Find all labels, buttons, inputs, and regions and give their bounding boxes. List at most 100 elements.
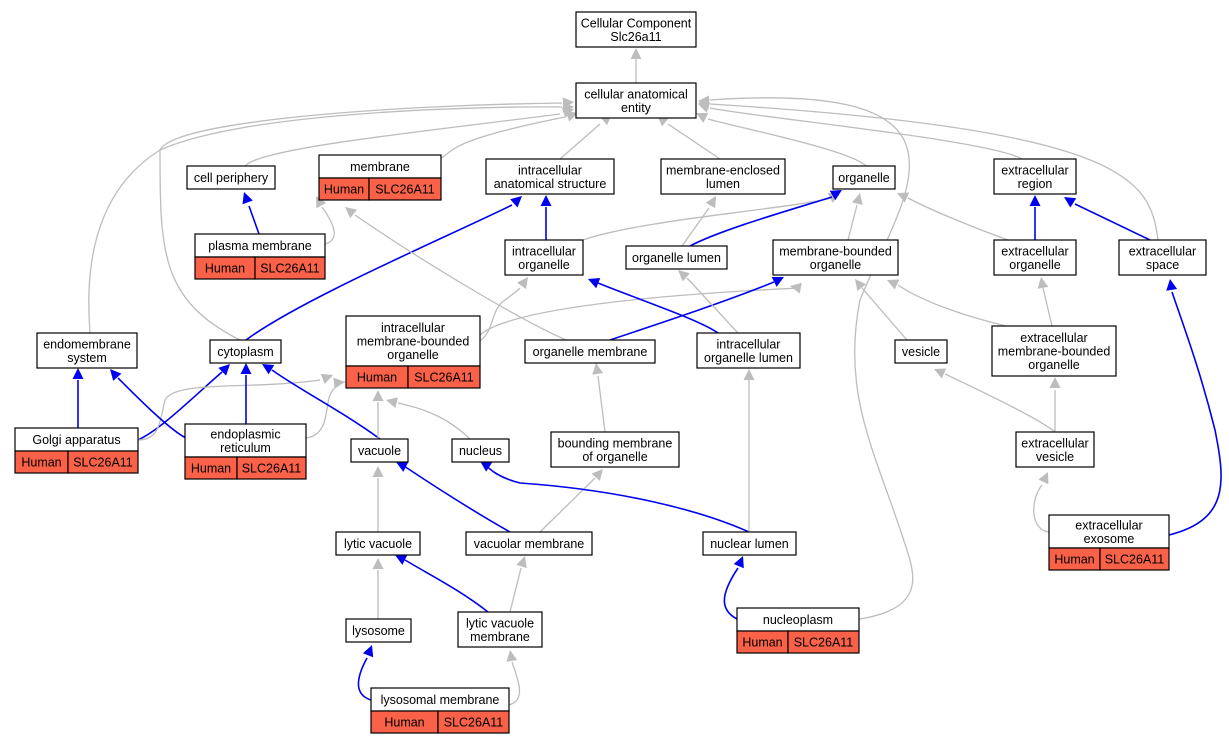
edge-nucleus-is-a-imbo [386, 397, 471, 440]
term-box[interactable] [702, 531, 797, 556]
edge-golgi-part-of-ems [72, 368, 84, 428]
edge-exo-is-a-ecv-line [1033, 484, 1050, 533]
edge-bmo-is-a-om [592, 363, 606, 433]
term-box[interactable] [575, 11, 697, 48]
term-box[interactable] [660, 158, 786, 195]
species-label: Human [742, 636, 782, 650]
edge-vesicle-is-a-mbo [855, 279, 908, 341]
edge-np-part-of-nl-arrowhead [733, 556, 744, 569]
term-box[interactable] [451, 438, 510, 463]
term-box[interactable] [772, 239, 899, 276]
term-node-cyto[interactable]: cytoplasm [209, 339, 282, 364]
edge-cyto-is-a-cae-line [159, 102, 563, 341]
term-box[interactable] [335, 531, 421, 556]
term-box[interactable] [350, 438, 409, 463]
edge-golgi-is-a-imbo [137, 373, 333, 441]
term-box[interactable] [993, 158, 1077, 195]
term-node-nl[interactable]: nuclear lumen [702, 531, 797, 556]
term-label-line: organelle [810, 258, 861, 272]
edge-imbo-is-a-mbo-line [479, 287, 801, 336]
term-node-vesicle[interactable]: vesicle [894, 339, 948, 364]
term-box[interactable] [524, 339, 656, 364]
term-box[interactable] [550, 431, 680, 468]
edge-ol-part-of-organelle-arrowhead [829, 190, 842, 201]
edge-np-part-of-nl-line [723, 567, 739, 620]
term-node-cellper[interactable]: cell periphery [186, 165, 276, 190]
term-label-line: lysosome [352, 624, 405, 638]
term-box[interactable] [894, 339, 948, 364]
term-label-line: endoplasmic [210, 427, 280, 441]
edge-golgi-part-of-ems-arrowhead [72, 368, 84, 379]
term-box[interactable] [575, 82, 697, 119]
term-box[interactable] [209, 339, 282, 364]
edge-cellper-is-a-cae-line [244, 113, 561, 167]
edge-vm-part-of-vacuole-arrowhead [396, 462, 409, 472]
edge-lvm-is-a-vm [509, 556, 527, 613]
term-node-lv[interactable]: lytic vacuole [335, 531, 421, 556]
edge-ems-is-a-cae-line [88, 106, 563, 334]
term-box[interactable] [345, 315, 481, 367]
edge-ecmbo-is-a-mbo-line [897, 284, 1007, 327]
term-box[interactable] [457, 611, 543, 648]
gene-cell [787, 630, 860, 654]
edge-vesicle-is-a-mbo-line [861, 287, 908, 341]
term-box[interactable] [991, 325, 1117, 377]
edge-lv-is-a-vacuole [372, 466, 384, 532]
term-node-om[interactable]: organelle membrane [524, 339, 656, 364]
term-box[interactable] [485, 158, 615, 195]
edge-lvm-is-a-vm-arrowhead [516, 556, 527, 569]
term-box[interactable] [1118, 239, 1207, 276]
edge-ecregion-is-a-cae-line [709, 107, 1023, 160]
edge-er-part-of-cyto-arrowhead [240, 363, 252, 374]
term-box[interactable] [625, 245, 728, 270]
term-box[interactable] [186, 165, 276, 190]
term-box[interactable] [1015, 431, 1095, 468]
term-box[interactable] [696, 332, 801, 369]
term-node-vm[interactable]: vacuolar membrane [465, 531, 593, 556]
species-label: Human [384, 716, 424, 730]
edge-cyto-is-a-cae [159, 97, 574, 341]
term-node-vacuole[interactable]: vacuole [350, 438, 409, 463]
term-box[interactable] [184, 423, 307, 458]
term-box[interactable] [345, 618, 412, 643]
term-node-ol[interactable]: organelle lumen [625, 245, 728, 270]
term-box[interactable] [993, 239, 1077, 276]
term-node-organelle[interactable]: organelle [832, 165, 896, 190]
term-box[interactable] [832, 165, 896, 190]
term-label-line: intracellular [512, 244, 576, 258]
term-node-nucleus[interactable]: nucleus [451, 438, 510, 463]
term-label-line: organelle lumen [632, 251, 721, 265]
term-box[interactable] [504, 239, 584, 276]
term-box[interactable] [36, 332, 138, 369]
edge-om-is-a-membrane-arrowhead [345, 207, 358, 219]
term-label-line: exosome [1084, 532, 1135, 546]
term-label-line: vesicle [902, 345, 940, 359]
term-node-lyso[interactable]: lysosome [345, 618, 412, 643]
term-label-line: endomembrane [43, 337, 131, 351]
term-node-imbo[interactable]: intracellularmembrane-boundedorganelleHu… [345, 315, 481, 389]
term-box[interactable] [465, 531, 593, 556]
term-label-line: organelle [387, 348, 438, 362]
